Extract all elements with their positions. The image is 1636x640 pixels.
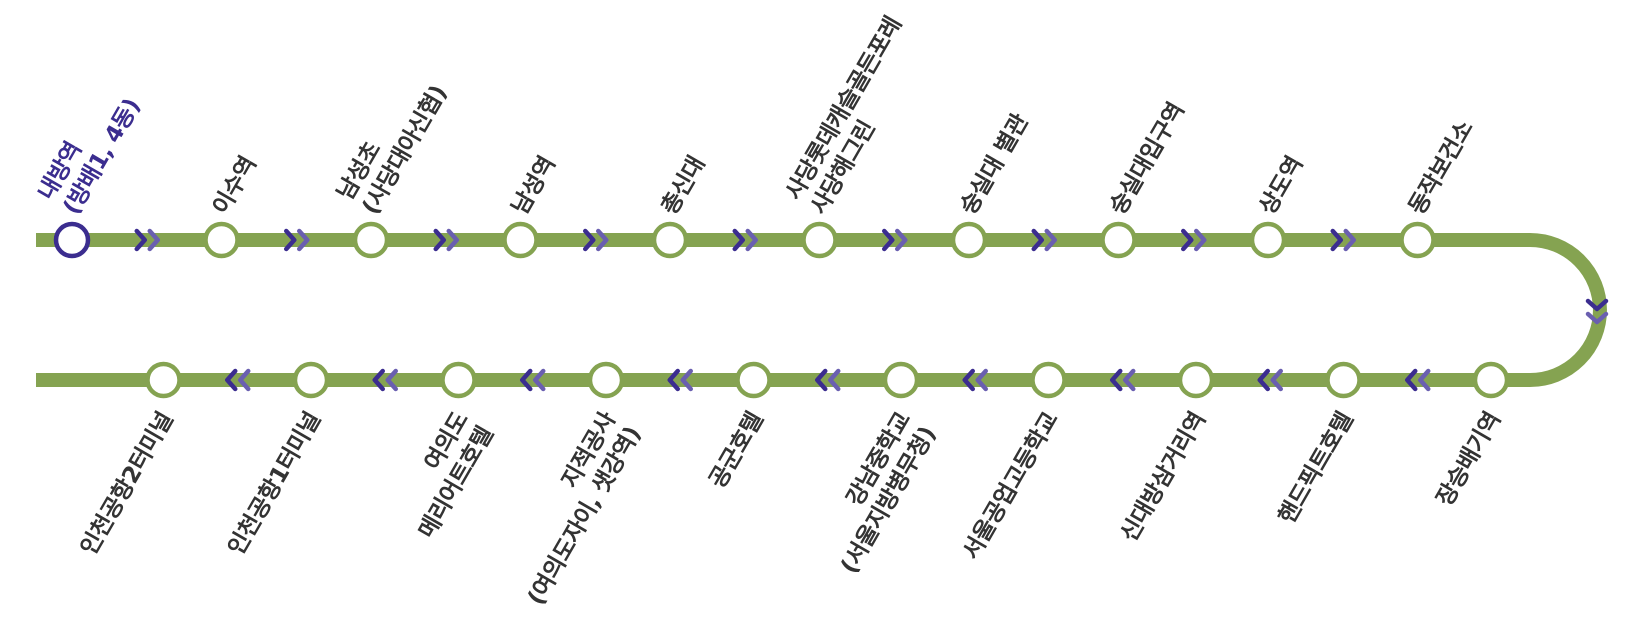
stop-bottom-7[interactable]: 여의도메리어트호텔 xyxy=(389,361,499,543)
stop-name: 이수역 xyxy=(208,152,262,219)
stop-bottom-8[interactable]: 인천공항1터미널 xyxy=(223,361,330,560)
stop-marker xyxy=(502,221,539,259)
stop-bottom-4[interactable]: 강남중학교(서울지방병무청) xyxy=(811,361,941,578)
stop-marker xyxy=(292,361,330,399)
stop-marker xyxy=(1325,361,1362,399)
stop-marker xyxy=(203,221,240,259)
direction-arrow xyxy=(1330,228,1356,252)
stop-marker xyxy=(1472,361,1510,399)
stop-marker xyxy=(1177,361,1215,399)
stop-marker xyxy=(1030,361,1067,399)
stop-name: 공군호텔 xyxy=(705,408,769,493)
direction-arrow xyxy=(732,228,758,252)
route-track xyxy=(36,233,1607,387)
direction-arrow xyxy=(520,368,546,392)
stop-name: 숭실대 별관 xyxy=(956,110,1034,219)
stop-name: 사당롯데캐슬골든포레사당해그린 xyxy=(781,13,932,219)
stop-marker xyxy=(950,221,988,259)
stop-marker xyxy=(145,361,182,399)
stop-marker xyxy=(1399,221,1436,259)
stop-marker xyxy=(1249,221,1287,259)
stop-name: 인천공항1터미널 xyxy=(223,408,326,560)
stop-top-2[interactable]: 남성초(사당대아신협) xyxy=(333,67,453,259)
stop-top-5[interactable]: 사당롯데캐슬골든포레사당해그린 xyxy=(781,13,932,259)
direction-arrow xyxy=(583,228,609,252)
stop-name: 내방역(방배1, 4동) xyxy=(34,80,146,219)
direction-arrow xyxy=(225,368,251,392)
direction-arrow xyxy=(1257,368,1283,392)
stop-marker xyxy=(882,361,920,399)
stop-bottom-2[interactable]: 신대방삼거리역 xyxy=(1116,361,1215,546)
direction-arrow xyxy=(284,228,310,252)
route-line xyxy=(36,233,1607,387)
stop-name: 서울공업고등학교 xyxy=(958,408,1063,564)
stop-bottom-9[interactable]: 인천공항2터미널 xyxy=(76,361,182,560)
stop-bottom-1[interactable]: 핸드픽트호텔 xyxy=(1274,361,1362,528)
stop-name: 핸드픽트호텔 xyxy=(1274,408,1359,528)
stop-marker xyxy=(801,221,838,259)
stop-marker xyxy=(440,361,477,399)
direction-arrow xyxy=(1031,228,1057,252)
stop-name: 지적공사(여의도자이, 샛강역) xyxy=(498,408,646,610)
direction-arrow xyxy=(1181,228,1207,252)
stop-bottom-3[interactable]: 서울공업고등학교 xyxy=(958,361,1067,564)
stop-name: 숭실대입구역 xyxy=(1105,99,1190,219)
direction-arrow xyxy=(1405,368,1431,392)
stop-marker xyxy=(1100,221,1137,259)
stop-name: 남성역 xyxy=(507,152,561,219)
direction-arrow xyxy=(962,368,988,392)
direction-arrow xyxy=(1110,368,1136,392)
direction-arrow xyxy=(815,368,841,392)
direction-arrow xyxy=(882,228,908,252)
stop-marker xyxy=(587,361,625,399)
stop-name: 장승배기역 xyxy=(1432,408,1506,510)
direction-arrow xyxy=(1585,298,1609,325)
stop-top-7[interactable]: 숭실대입구역 xyxy=(1100,99,1190,259)
direction-arrow xyxy=(433,228,459,252)
stop-name: 총신대 xyxy=(657,152,711,219)
stop-name: 남성초(사당대아신협) xyxy=(333,67,453,219)
stop-name: 인천공항2터미널 xyxy=(76,408,179,560)
direction-arrows xyxy=(134,228,1609,392)
direction-arrow xyxy=(667,368,693,392)
stop-name: 강남중학교(서울지방병무청) xyxy=(811,408,941,578)
direction-arrow xyxy=(372,368,398,392)
stops: 내방역(방배1, 4동) 이수역 남성초(사당대아신협) 남성역 총신대 사당롯데캐슬골든… xyxy=(34,13,1510,610)
stop-bottom-6[interactable]: 지적공사(여의도자이, 샛강역) xyxy=(498,361,646,610)
stop-top-0[interactable]: 내방역(방배1, 4동) xyxy=(34,80,146,259)
stop-name: 신대방삼거리역 xyxy=(1116,408,1211,546)
current-stop-marker xyxy=(53,221,91,259)
stop-name: 동작보건소 xyxy=(1404,116,1478,219)
stop-name: 여의도메리어트호텔 xyxy=(389,408,499,543)
stop-marker xyxy=(735,361,772,399)
direction-arrow xyxy=(134,228,160,252)
stop-name: 상도역 xyxy=(1255,152,1309,219)
stop-marker xyxy=(651,221,689,259)
stop-marker xyxy=(352,221,390,259)
